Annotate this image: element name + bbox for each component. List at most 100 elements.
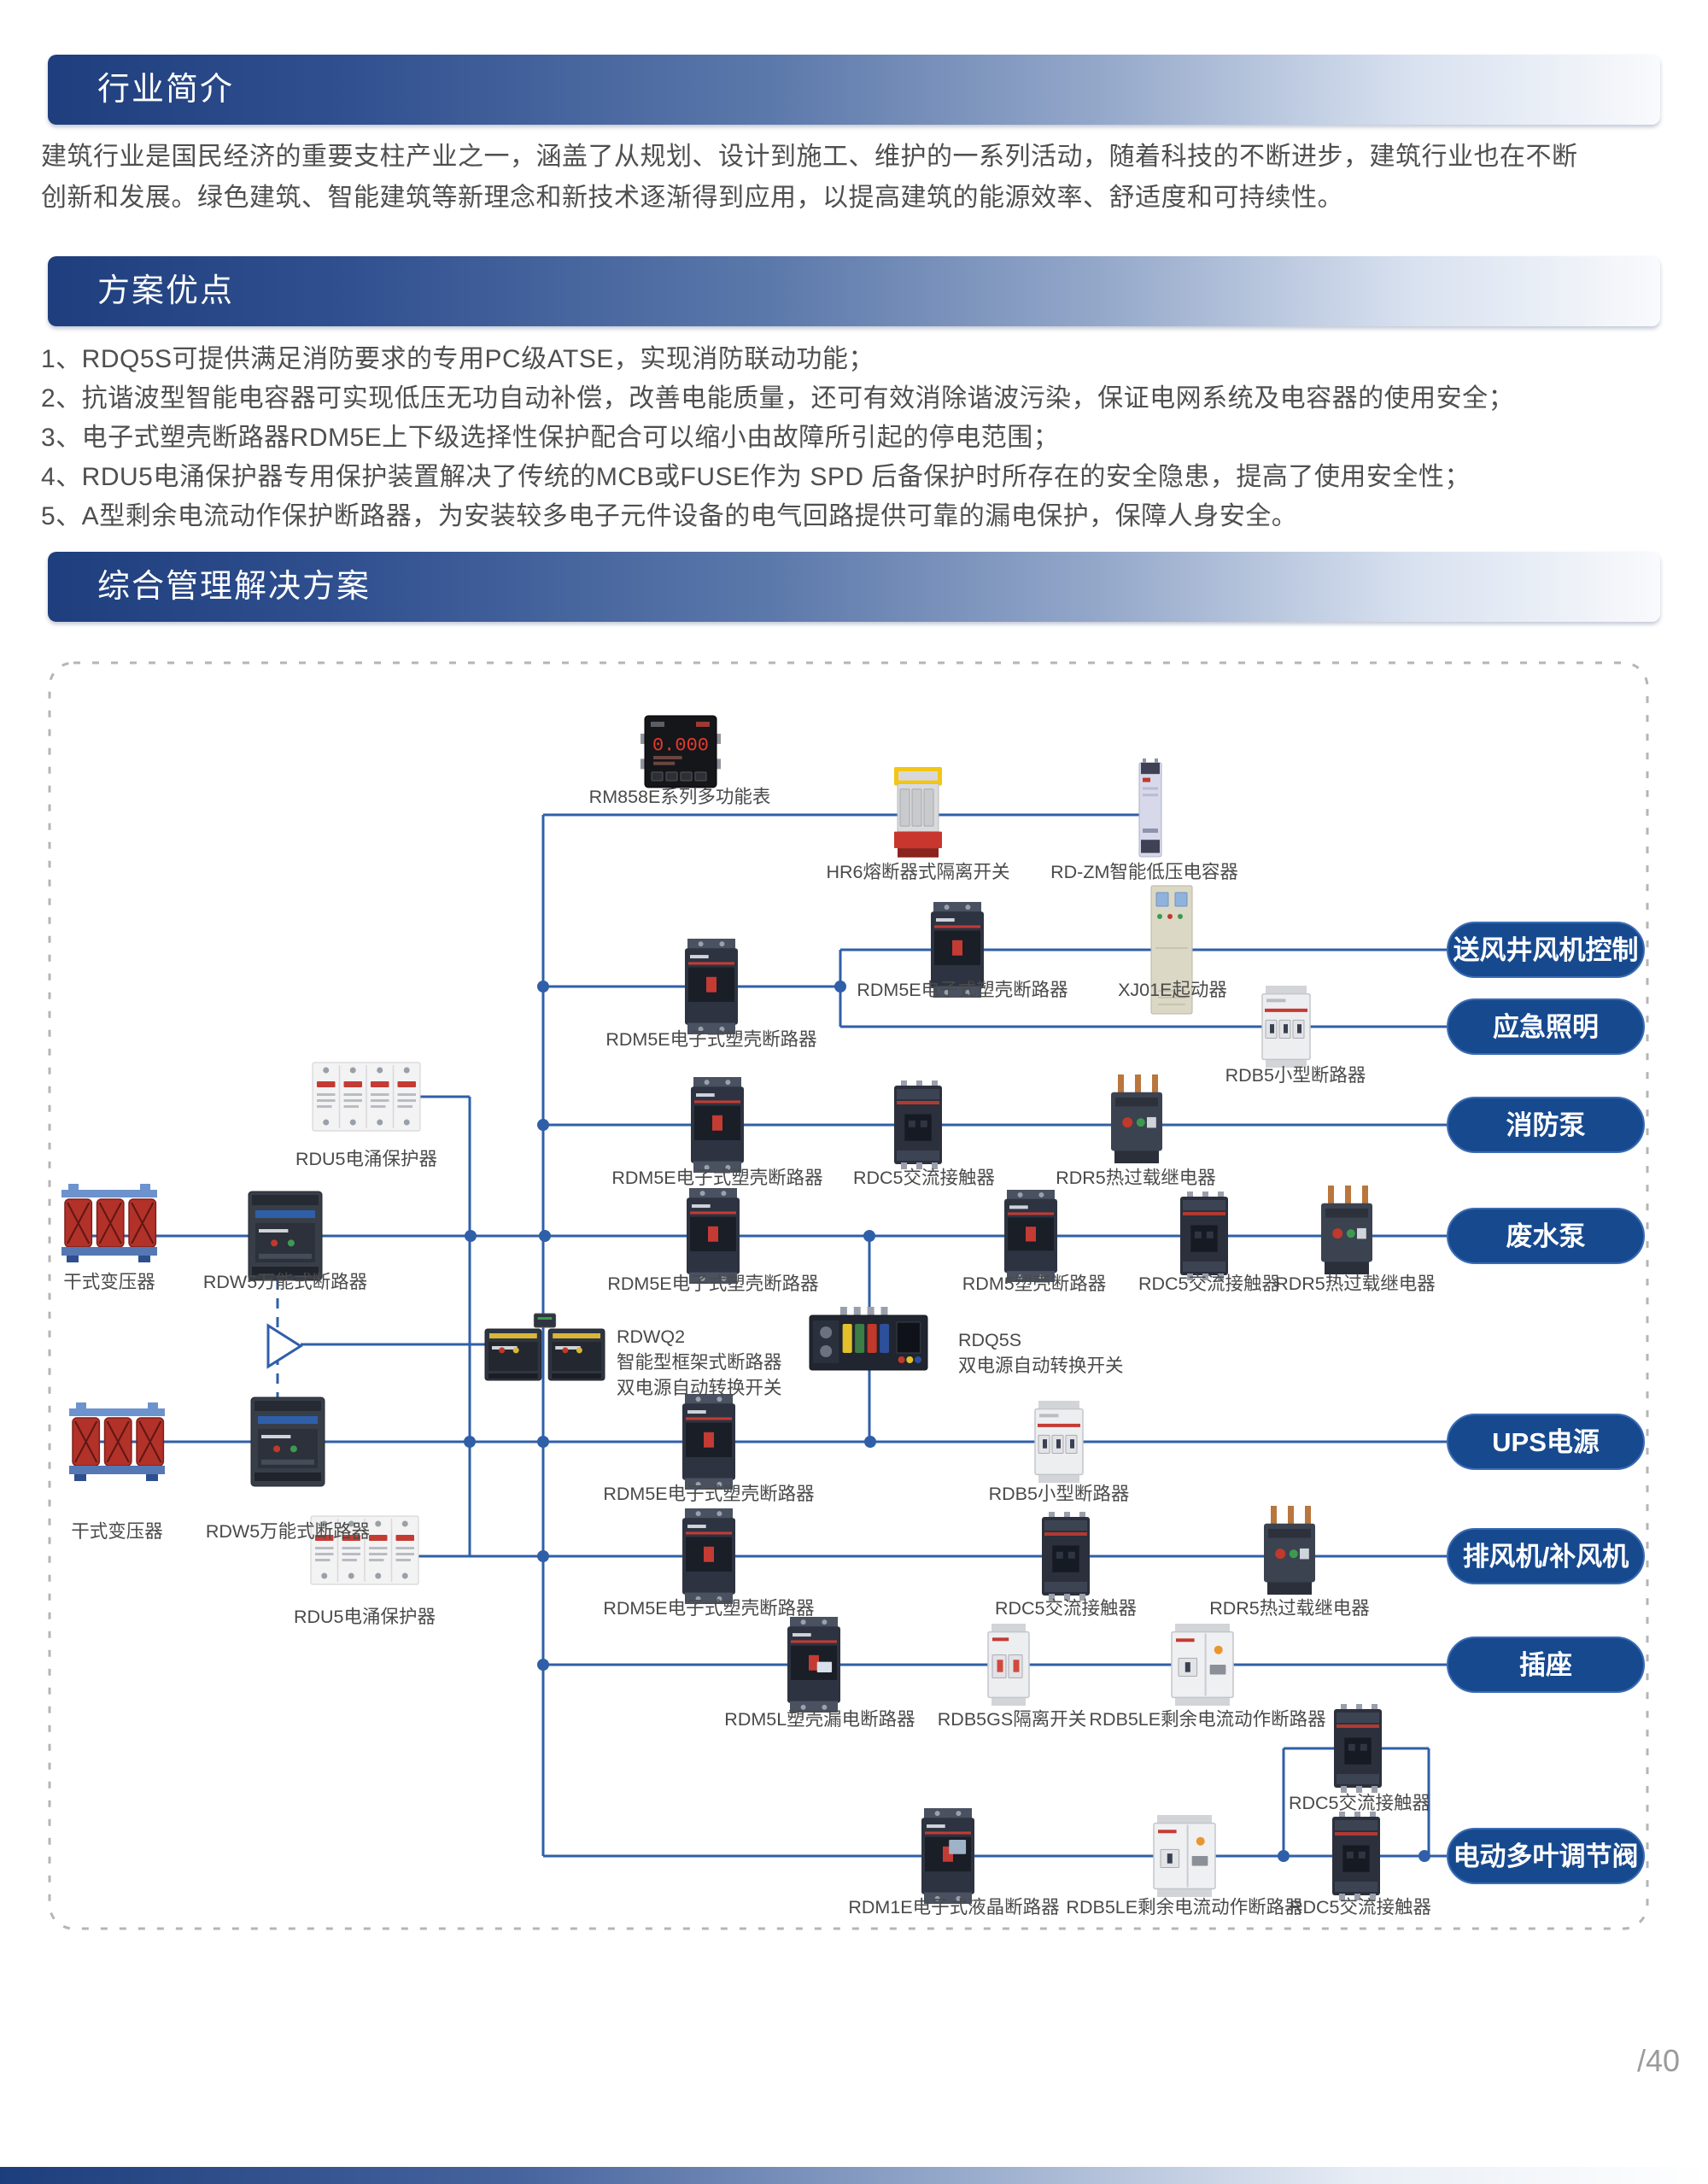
- device-minib: [1034, 1401, 1084, 1483]
- junction-dot: [863, 1230, 875, 1242]
- device-label: RDW5万能式断路器: [203, 1272, 367, 1292]
- junction-dot: [465, 1230, 477, 1242]
- device-rdu5: [312, 1062, 421, 1132]
- junction-dot: [537, 1550, 549, 1562]
- device-le: [1171, 1624, 1234, 1706]
- device-le: [1153, 1815, 1216, 1897]
- application-pill-label: 电动多叶调节阀: [1454, 1841, 1639, 1871]
- device-transformer: [61, 1184, 157, 1262]
- device-rdu5: [310, 1515, 419, 1585]
- device-label: RDM5E电子式塑壳断路器: [607, 1274, 818, 1294]
- meter-reading: 0.000: [652, 735, 709, 756]
- junction-dot: [539, 1230, 551, 1242]
- device-label: RDB5小型断路器: [1225, 1065, 1366, 1086]
- device-label: RDM5E电子式塑壳断路器: [603, 1484, 814, 1504]
- junction-dot: [537, 1659, 549, 1671]
- junction-dot: [1278, 1850, 1290, 1862]
- device-contactor: [1042, 1512, 1090, 1601]
- device-relay: [1321, 1186, 1372, 1274]
- advantage-item: 5、A型剩余电流动作保护断路器，为安装较多电子元件设备的电气回路提供可靠的漏电保…: [41, 502, 1298, 530]
- device-label: RDQ5S: [958, 1330, 1021, 1350]
- junction-dot: [834, 981, 846, 992]
- device-meter: 0.000: [640, 715, 721, 788]
- device-label: RDR5热过载继电器: [1209, 1598, 1370, 1619]
- industry-intro-paragraph: 建筑行业是国民经济的重要支柱产业之一，涵盖了从规划、设计到施工、维护的一系列活动…: [41, 137, 1676, 219]
- device-xj01e: [1150, 885, 1193, 1015]
- device-mccb: [682, 1508, 735, 1604]
- device-label: RDB5LE剩余电流动作断路器: [1066, 1897, 1302, 1918]
- footer-bar: [0, 2167, 1708, 2184]
- device-label: RDR5热过载继电器: [1275, 1274, 1436, 1294]
- application-pill-label: 消防泵: [1506, 1110, 1586, 1140]
- junction-dot: [464, 1436, 476, 1448]
- device-relay: [1264, 1506, 1315, 1595]
- device-label: 干式变压器: [63, 1272, 155, 1292]
- section-banner-advantages: 方案优点: [48, 256, 1660, 326]
- application-pill-label: 插座: [1519, 1650, 1572, 1680]
- device-acb: [250, 1396, 325, 1487]
- device-label: 双电源自动转换开关: [617, 1378, 782, 1398]
- junction-dot: [1418, 1850, 1430, 1862]
- device-label: RDM5L塑壳漏电断路器: [724, 1709, 915, 1730]
- device-hr6: [894, 767, 942, 858]
- device-label: RDM5E电子式塑壳断路器: [611, 1168, 822, 1188]
- device-minib: [1261, 986, 1311, 1068]
- device-label: RDU5电涌保护器: [294, 1607, 436, 1627]
- device-mccb: [1004, 1190, 1057, 1282]
- section-title-advantages: 方案优点: [97, 273, 235, 309]
- device-rdwq2: [484, 1313, 605, 1381]
- section-banner-solution: 综合管理解决方案: [48, 552, 1660, 622]
- device-label: RDC5交流接触器: [995, 1598, 1137, 1619]
- device-mccb: [685, 939, 738, 1034]
- device-label: 智能型框架式断路器: [617, 1352, 782, 1373]
- device-label: RDC5交流接触器: [853, 1168, 995, 1188]
- device-label: XJ01E起动器: [1118, 980, 1227, 1000]
- junction-dot: [864, 1436, 876, 1448]
- device-contactor: [1180, 1192, 1228, 1280]
- device-label: RDM1E电子式液晶断路器: [848, 1897, 1059, 1918]
- application-pill: 送风井风机控制: [1447, 922, 1645, 978]
- application-pill: 排风机/补风机: [1447, 1528, 1645, 1584]
- device-label: RDWQ2: [617, 1326, 685, 1347]
- device-label: RDM5塑壳断路器: [962, 1274, 1106, 1294]
- device-label: RDM5E电子式塑壳断路器: [605, 1029, 816, 1050]
- application-pill: 消防泵: [1447, 1097, 1645, 1153]
- device-contactor: [1334, 1704, 1382, 1793]
- device-rdzm: [1138, 758, 1162, 858]
- device-mccb: [931, 902, 984, 998]
- device-mccb_l: [787, 1617, 840, 1713]
- advantage-item: 2、抗谐波型智能电容器可实现低压无功自动补偿，改善电能质量，还可有效消除谐波污染…: [41, 384, 1515, 413]
- application-pill: 插座: [1447, 1637, 1645, 1693]
- device-label: RDR5热过载继电器: [1056, 1168, 1216, 1188]
- device-label: 双电源自动转换开关: [958, 1355, 1124, 1376]
- device-gs: [987, 1624, 1030, 1706]
- device-label: RDW5万能式断路器: [206, 1521, 370, 1542]
- page-number: /40: [1636, 2043, 1680, 2078]
- device-mccb_e: [921, 1808, 974, 1904]
- application-pill-label: 排风机/补风机: [1463, 1542, 1629, 1572]
- application-pill-label: UPS电源: [1492, 1427, 1600, 1457]
- incomer-triangle-symbol: [266, 1323, 303, 1369]
- device-label: RDU5电涌保护器: [295, 1149, 437, 1169]
- device-label: RM858E系列多功能表: [589, 787, 771, 807]
- application-pill-label: 应急照明: [1493, 1012, 1599, 1042]
- device-label: 干式变压器: [71, 1521, 163, 1542]
- junction-dot: [537, 1119, 549, 1131]
- application-pill-label: 废水泵: [1506, 1221, 1586, 1251]
- device-label: RD-ZM智能低压电容器: [1050, 862, 1238, 882]
- device-label: HR6熔断器式隔离开关: [826, 862, 1009, 882]
- device-label: RDB5GS隔离开关: [938, 1709, 1086, 1730]
- junction-dot: [537, 1436, 549, 1448]
- device-label: RDB5LE剩余电流动作断路器: [1089, 1709, 1325, 1730]
- intro-line-1: 建筑行业是国民经济的重要支柱产业之一，涵盖了从规划、设计到施工、维护的一系列活动…: [41, 143, 1578, 171]
- device-label: RDM5E电子式塑壳断路器: [603, 1598, 814, 1619]
- device-label: RDC5交流接触器: [1289, 1793, 1430, 1813]
- device-mccb: [682, 1394, 735, 1490]
- device-label: RDC5交流接触器: [1290, 1897, 1431, 1918]
- section-title-solution: 综合管理解决方案: [97, 569, 371, 605]
- device-label: RDM5E电子式塑壳断路器: [857, 980, 1068, 1000]
- application-pill: 应急照明: [1447, 998, 1645, 1055]
- junction-dot: [537, 981, 549, 992]
